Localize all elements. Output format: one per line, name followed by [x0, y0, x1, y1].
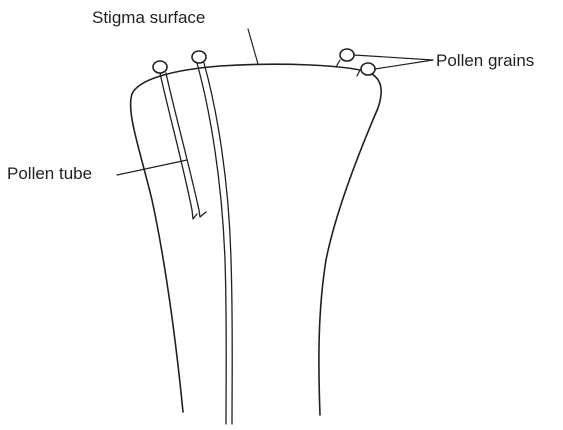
stigma-surface-label: Stigma surface [92, 9, 205, 26]
leader-pollen-grains-top [354, 55, 433, 60]
pollen-tube-long-outer [197, 63, 226, 424]
leader-pollen-grains-bottom [375, 60, 433, 69]
style-left-outline [131, 64, 382, 415]
pollen-grain-right-top [340, 49, 354, 61]
leader-stigma-surface [248, 29, 258, 64]
pollen-grain-right-lower [361, 63, 375, 75]
leader-pollen-tube [117, 160, 187, 175]
pollen-grains-label: Pollen grains [436, 52, 534, 69]
pollen-grain-middle [192, 51, 206, 63]
pollen-tube-long-inner [204, 63, 232, 424]
pollen-tube-short-outer [160, 73, 197, 219]
pollen-grain-left [153, 61, 167, 73]
pollen-tube-label: Pollen tube [7, 165, 92, 182]
pollen-tube-short-inner [166, 73, 206, 217]
pollen-grain-right-tube [336, 60, 340, 67]
pollen-grain-right-lower-tube [357, 70, 360, 76]
